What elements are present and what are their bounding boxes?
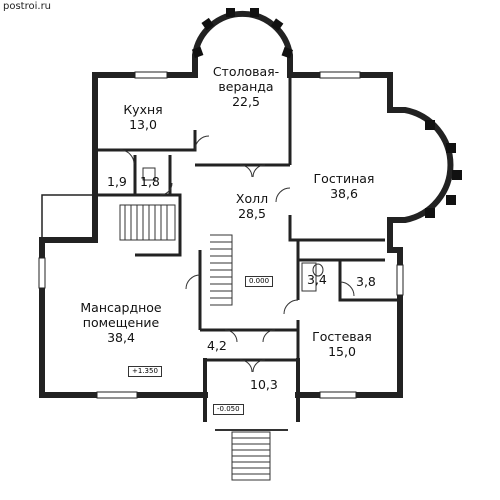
- room-dining-area: 22,5: [232, 94, 260, 109]
- room-hall-area: 28,5: [238, 206, 266, 221]
- wall-living-bay: [390, 107, 454, 223]
- room-attic-area: 38,4: [107, 330, 135, 345]
- stair-upper: [119, 204, 176, 241]
- room-living: Гостиная 38,6: [304, 171, 384, 201]
- room-kitchen: Кухня 13,0: [108, 102, 178, 132]
- living-window-blocks: [425, 120, 462, 218]
- room-small-a-area: 1,9: [107, 174, 127, 189]
- room-hall: Холл 28,5: [222, 191, 282, 221]
- room-dining-name: Столовая-: [212, 64, 280, 79]
- room-small-b-area: 1,8: [140, 174, 160, 189]
- room-living-name: Гостиная: [313, 171, 375, 186]
- room-dining-name2: веранда: [218, 79, 274, 94]
- wall-outer: [387, 217, 403, 253]
- doors: [119, 135, 355, 373]
- wall-interior: [133, 155, 172, 195]
- room-dining: Столовая- веранда 22,5: [206, 64, 286, 109]
- stair-lower: [210, 234, 233, 306]
- window: [38, 257, 46, 289]
- room-vest-area: 4,2: [207, 338, 227, 353]
- bath-fixtures: [142, 167, 324, 292]
- room-attic-name2: помещение: [82, 315, 160, 330]
- wall-interior: [198, 250, 298, 332]
- window: [319, 71, 361, 79]
- window: [319, 391, 357, 399]
- room-kitchen-name: Кухня: [123, 102, 163, 117]
- level-hall: 0.000: [245, 276, 274, 287]
- window: [96, 391, 138, 399]
- window: [396, 264, 404, 296]
- entry-steps: [215, 429, 288, 481]
- dining-window-blocks: [191, 8, 294, 59]
- room-guest-name: Гостевая: [312, 329, 372, 344]
- balcony: [41, 194, 96, 241]
- wall-interior: [95, 130, 197, 152]
- wall-interior: [338, 260, 400, 302]
- room-entry-area: 10,3: [250, 377, 278, 392]
- watermark: postroi.ru: [3, 1, 52, 12]
- room-kitchen-area: 13,0: [129, 117, 157, 132]
- level-attic: +1.350: [128, 366, 162, 377]
- room-attic-name: Мансардное: [80, 300, 162, 315]
- wall-outer: [287, 72, 393, 113]
- room-hall-name: Холл: [235, 191, 269, 206]
- wall-interior: [288, 215, 385, 242]
- level-entry: -0.050: [213, 404, 244, 415]
- room-closet-area: 3,8: [356, 274, 376, 289]
- room-attic: Мансардное помещение 38,4: [66, 300, 176, 345]
- room-bath-area: 3,4: [307, 272, 327, 287]
- room-guest: Гостевая 15,0: [302, 329, 382, 359]
- window: [134, 71, 168, 79]
- room-guest-area: 15,0: [328, 344, 356, 359]
- wall-interior: [135, 210, 182, 257]
- room-living-area: 38,6: [330, 186, 358, 201]
- wall-interior: [95, 193, 182, 210]
- wall-dining-arc: [192, 10, 293, 75]
